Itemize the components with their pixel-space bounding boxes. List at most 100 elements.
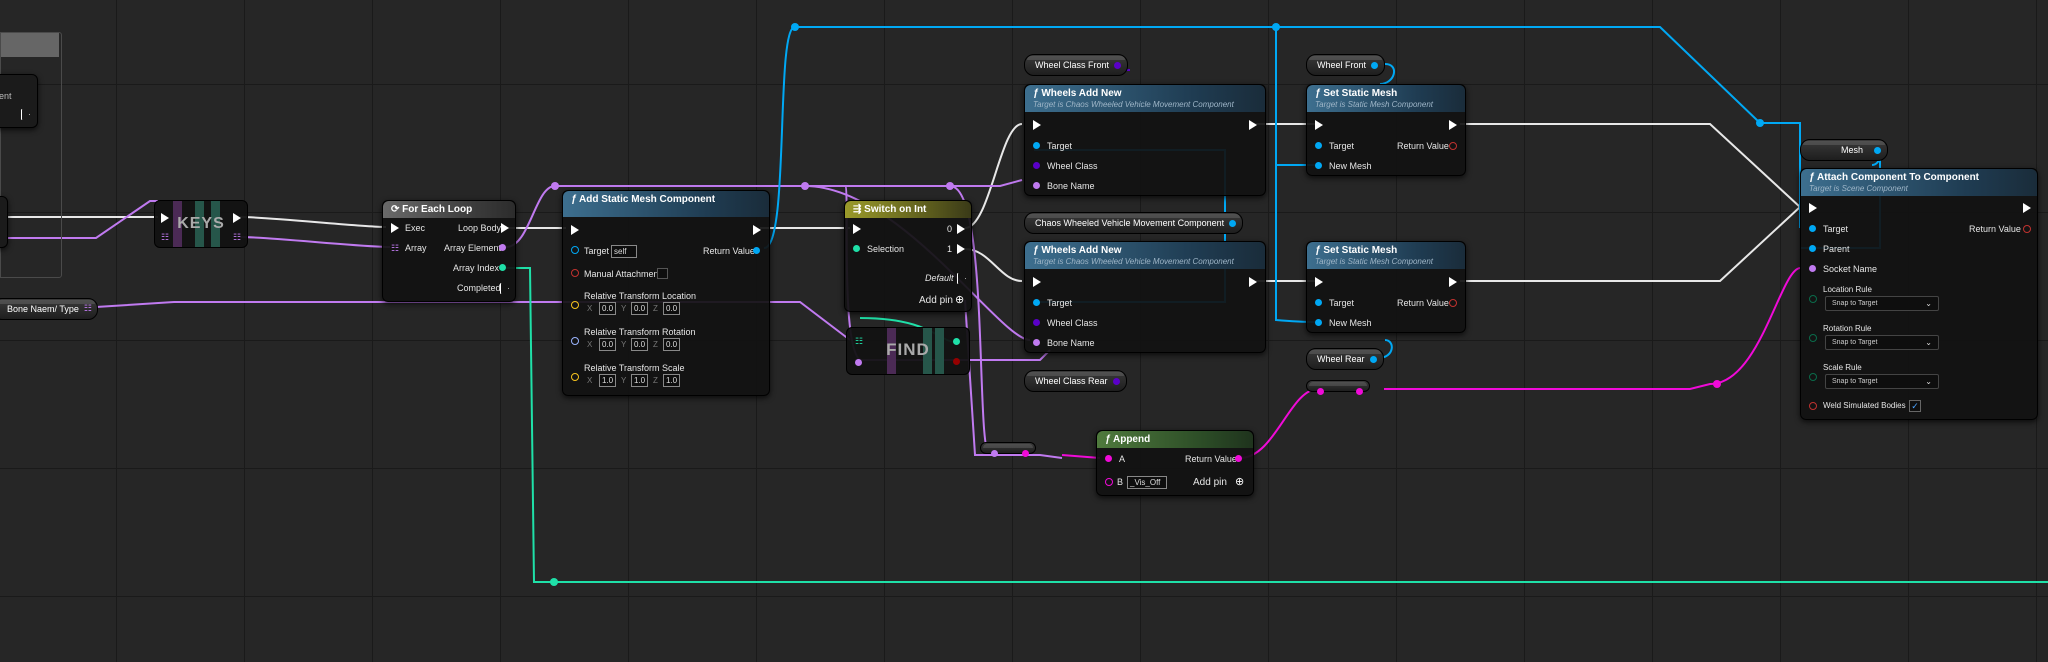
manual-attachment-pin[interactable] [571,269,579,277]
new-mesh-pin[interactable] [1315,319,1322,326]
for-each-loop-node[interactable]: ⟳ For Each Loop Exec Loop Body ☷ Array A… [382,200,516,302]
keys-macro-node[interactable]: KEYS ☷ ☷ [154,200,248,248]
a-pin[interactable] [1105,455,1112,462]
array-element-pin[interactable] [499,244,506,251]
switch-on-int-node[interactable]: ⇶ Switch on Int 0 Selection 1 Default Ad… [844,200,972,312]
array-in-icon[interactable]: ☷ [161,232,170,242]
array-out-icon[interactable]: ☷ [233,232,242,242]
scale-x-field[interactable]: 1.0 [599,374,617,387]
rotation-rule-pin[interactable] [1809,334,1817,342]
exec-out-pin[interactable] [753,225,761,235]
find-macro-node[interactable]: FIND ☷ [846,327,970,375]
loc-z-field[interactable]: 0.0 [663,302,681,315]
bone-name-pin[interactable] [1033,182,1040,189]
return-value-pin[interactable] [1235,455,1242,462]
add-pin-icon[interactable]: ⊕ [1235,476,1245,488]
rot-x-field[interactable]: 0.0 [599,338,617,351]
reroute-pill[interactable] [980,442,1036,457]
wheel-class-pin[interactable] [1033,162,1040,169]
exec-in-pin[interactable] [1315,120,1323,130]
exec-out-pin[interactable] [1449,120,1457,130]
object-pin[interactable] [1874,147,1882,154]
add-static-mesh-node[interactable]: ƒ Add Static Mesh Component Target self … [562,190,770,396]
target-pin[interactable] [1809,225,1816,232]
array-in-icon[interactable]: ☷ [855,336,864,346]
location-rule-dropdown[interactable]: Snap to Target ⌄ [1825,296,1939,311]
wheel-front-variable[interactable]: Wheel Front [1306,54,1386,76]
wheel-class-front-variable[interactable]: Wheel Class Front [1024,54,1129,76]
default-exec-pin[interactable] [957,273,966,284]
return-value-pin[interactable] [2023,225,2031,233]
bone-name-pin[interactable] [1033,339,1040,346]
wheel-class-pin[interactable] [1033,319,1040,326]
object-pin[interactable] [1371,62,1379,69]
selection-pin[interactable] [853,245,860,252]
mesh-variable[interactable]: Mesh [1800,139,1889,161]
target-pin[interactable] [571,246,579,254]
add-pin-label[interactable]: Add pin [919,295,953,306]
target-pin[interactable] [1315,142,1322,149]
class-pin[interactable] [1114,62,1122,69]
weld-checkbox[interactable]: ✓ [1909,400,1921,412]
target-self-field[interactable]: self [611,245,637,258]
find-item-pin[interactable] [855,359,862,366]
rot-z-field[interactable]: 0.0 [663,338,681,351]
reroute-pill[interactable] [1306,380,1370,395]
exec-in-pin[interactable] [1809,203,1817,213]
exec-in-pin[interactable] [1033,120,1041,130]
object-pin[interactable] [1229,220,1237,227]
rot-y-field[interactable]: 0.0 [631,338,649,351]
attach-component-node[interactable]: ƒ Attach Component To Component Target i… [1800,168,2038,420]
exec-out-pin[interactable] [1249,120,1257,130]
exec-out-pin[interactable] [233,213,241,223]
out0-exec-pin[interactable] [957,224,965,234]
array-in-icon[interactable]: ☷ [391,243,400,253]
manual-attachment-checkbox[interactable] [657,268,668,279]
location-rule-pin[interactable] [1809,295,1817,303]
pill-in-pin[interactable] [1317,388,1324,395]
b-value-field[interactable]: _Vis_Off [1127,476,1167,489]
completed-exec-pin[interactable] [500,283,509,294]
scale-pin[interactable] [571,373,579,381]
exec-in-pin[interactable] [161,213,169,223]
target-pin[interactable] [1315,299,1322,306]
out1-exec-pin[interactable] [957,244,965,254]
exec-in-pin[interactable] [1033,277,1041,287]
class-pin[interactable] [1112,378,1120,385]
scale-y-field[interactable]: 1.0 [631,374,649,387]
left-partial-node-2[interactable] [0,196,8,248]
target-pin[interactable] [1033,299,1040,306]
wheels-add-new-node-1[interactable]: ƒ Wheels Add New Target is Chaos Wheeled… [1024,84,1266,196]
left-partial-node[interactable]: ent [0,74,38,128]
parent-pin[interactable] [1809,245,1816,252]
return-value-pin[interactable] [1449,299,1457,307]
pill-in-pin[interactable] [991,450,998,457]
object-pin[interactable] [1369,356,1377,363]
scale-z-field[interactable]: 1.0 [663,374,681,387]
return-value-pin[interactable] [753,247,760,254]
exec-out-pin[interactable] [1249,277,1257,287]
loop-body-exec-pin[interactable] [501,223,509,233]
wheel-class-rear-variable[interactable]: Wheel Class Rear [1024,370,1127,392]
exec-in-pin[interactable] [391,223,399,233]
exec-out-pin[interactable] [2023,203,2031,213]
b-pin[interactable] [1105,478,1113,486]
pill-out-pin[interactable] [1022,450,1029,457]
socket-name-pin[interactable] [1809,265,1816,272]
bone-name-type-variable[interactable]: Bone Naem/ Type ☷ [0,298,98,320]
scale-rule-pin[interactable] [1809,373,1817,381]
new-mesh-pin[interactable] [1315,162,1322,169]
weld-pin[interactable] [1809,402,1817,410]
loc-y-field[interactable]: 0.0 [631,302,649,315]
append-node[interactable]: ƒ Append A Return Value B _Vis_Off Add p… [1096,430,1254,496]
find-bool-pin[interactable] [953,358,960,365]
chaos-vehicle-movement-variable[interactable]: Chaos Wheeled Vehicle Movement Component [1024,212,1244,234]
set-static-mesh-node-1[interactable]: ƒ Set Static Mesh Target is Static Mesh … [1306,84,1466,176]
loc-x-field[interactable]: 0.0 [599,302,617,315]
exec-out-pin[interactable] [1449,277,1457,287]
rotation-pin[interactable] [571,337,579,345]
target-pin[interactable] [1033,142,1040,149]
array-index-pin[interactable] [499,264,506,271]
exec-in-pin[interactable] [1315,277,1323,287]
